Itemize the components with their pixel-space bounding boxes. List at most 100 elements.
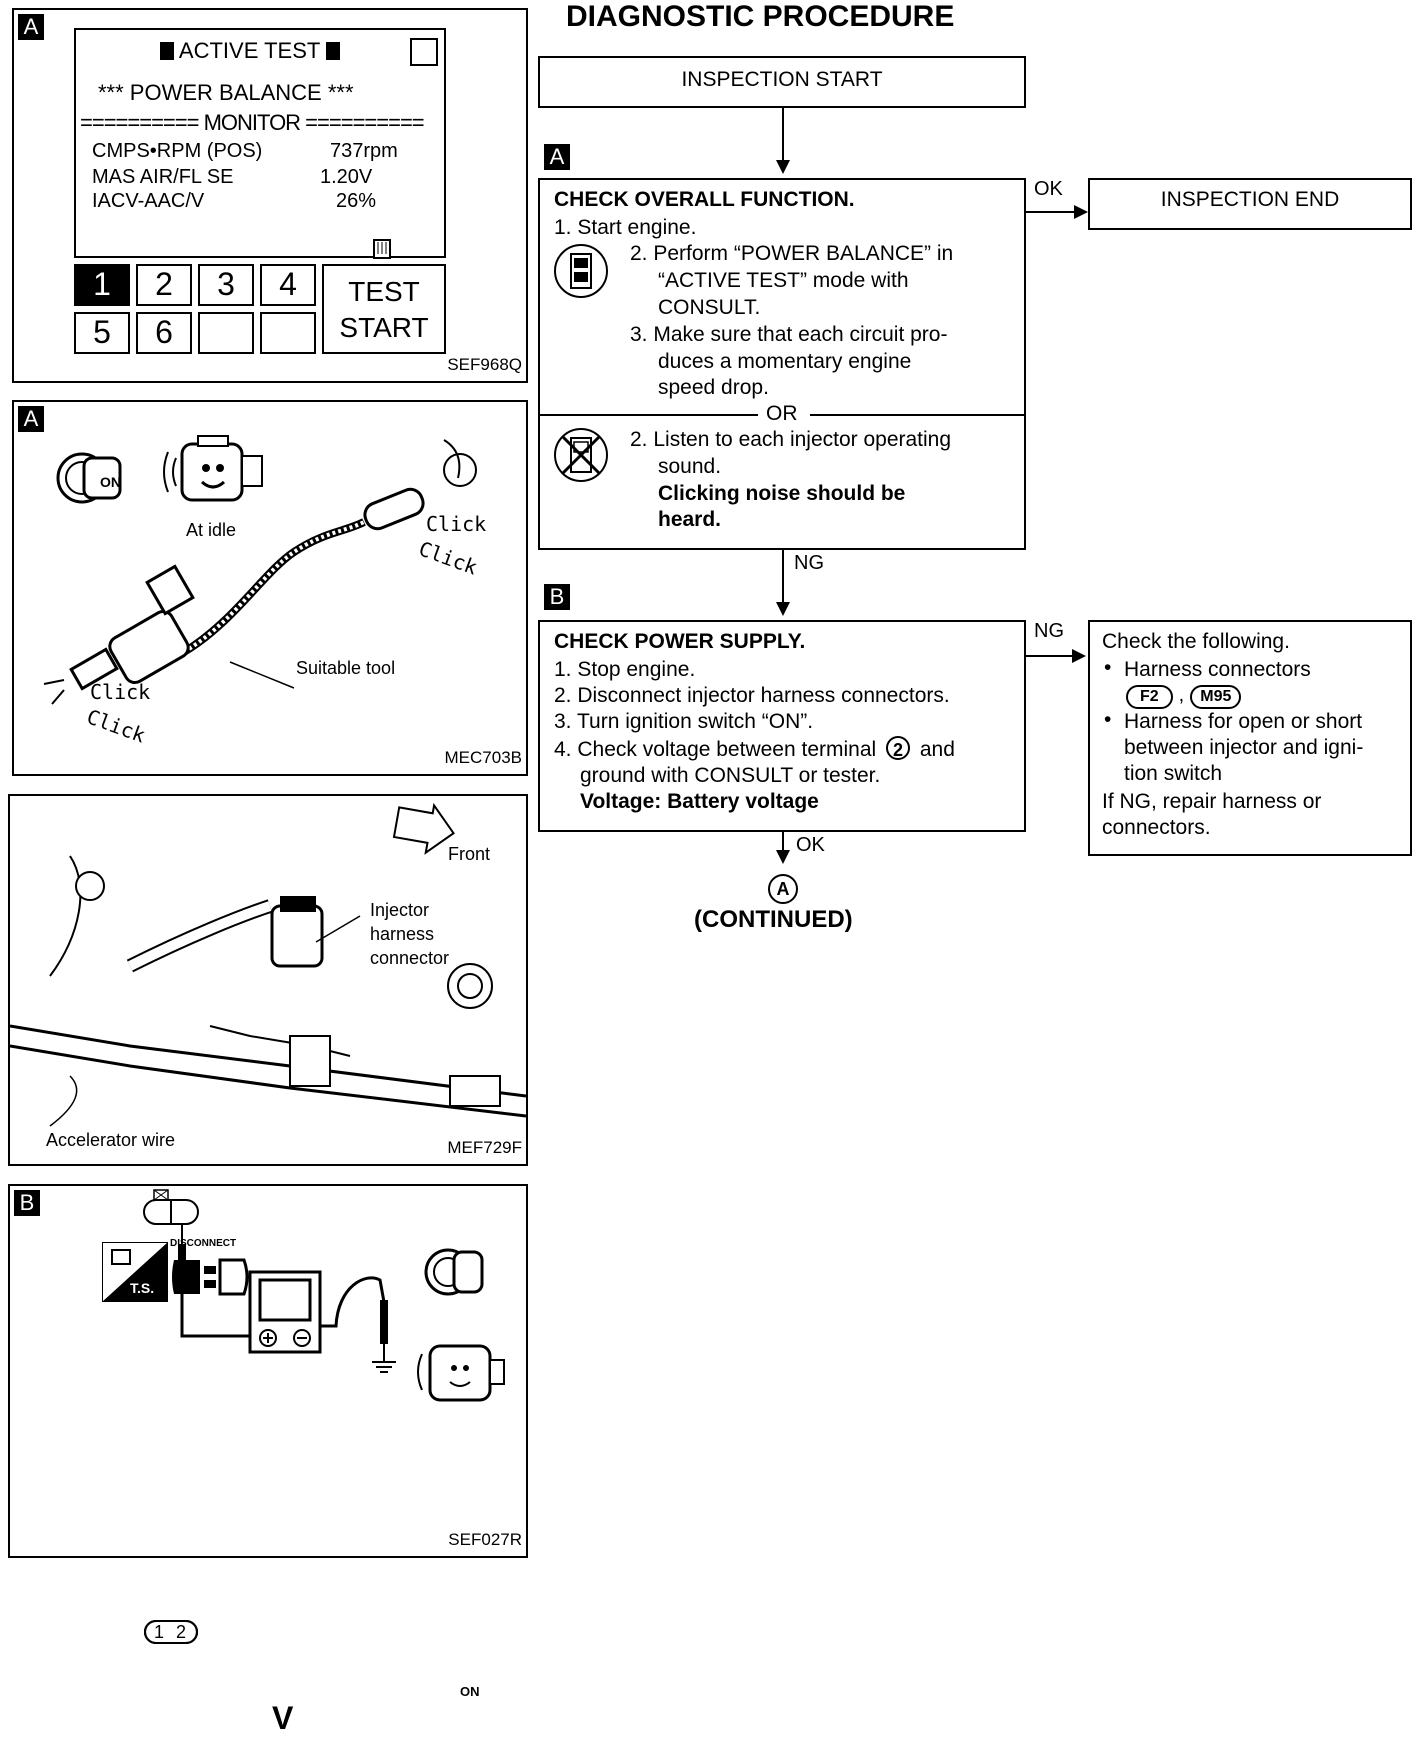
pin-1-label: 1 xyxy=(154,1622,165,1642)
hand-pointer-icon xyxy=(373,239,391,259)
click-label: Click xyxy=(426,512,487,536)
flow-line xyxy=(1026,211,1076,213)
injector-label-line: harness xyxy=(370,924,435,944)
divider xyxy=(810,414,1026,416)
flow-line xyxy=(782,550,784,604)
monitor-row-value: 1.20V xyxy=(320,166,373,188)
box-a-step: speed drop. xyxy=(658,376,769,399)
box-a-alt-step: heard. xyxy=(658,508,722,531)
arrow-down-icon xyxy=(776,602,790,616)
ok-label: OK xyxy=(796,834,825,856)
engine-bay-drawing xyxy=(10,802,526,1127)
arrow-down-icon xyxy=(776,850,790,864)
key-1[interactable]: 1 xyxy=(74,264,130,306)
key-on-label: ON xyxy=(100,474,121,490)
connector-code: F2 xyxy=(1126,685,1173,709)
connector-code: M95 xyxy=(1190,685,1242,709)
box-a-step: CONSULT. xyxy=(658,296,761,319)
or-label: OR xyxy=(766,402,798,425)
check-overall-function-box: CHECK OVERALL FUNCTION. 1. Start engine.… xyxy=(538,178,1026,550)
engine-bay-panel: Front Injector harness connector Acceler… xyxy=(8,794,528,1166)
injector-drawing xyxy=(43,439,477,705)
connector-codes: F2,M95 xyxy=(1126,684,1242,709)
consult-display: ACTIVE TEST *** POWER BALANCE *** ======… xyxy=(74,28,446,259)
ts-icon xyxy=(102,1242,168,1302)
voltmeter-label: V xyxy=(272,1700,294,1736)
box-a-alt-step: Clicking noise should be xyxy=(658,482,906,505)
ts-label: T.S. xyxy=(130,1280,155,1296)
screen-header: ACTIVE TEST xyxy=(160,38,341,64)
box-a-step: 1. Start engine. xyxy=(554,216,697,239)
test-start-button[interactable]: TEST START xyxy=(322,264,446,354)
key-3[interactable]: 3 xyxy=(198,264,254,306)
key-blank[interactable] xyxy=(198,312,254,354)
check-line: Harness for open or short xyxy=(1124,710,1363,733)
flow-line xyxy=(782,108,784,162)
step-tag-a: A xyxy=(544,144,570,170)
figure-code: MEF729F xyxy=(447,1138,522,1157)
ok-label: OK xyxy=(1034,178,1063,200)
continued-label: (CONTINUED) xyxy=(694,906,853,933)
box-b-spec: Voltage: Battery voltage xyxy=(580,790,819,813)
box-b-step: 1. Stop engine. xyxy=(554,658,696,681)
consult-screen-panel: A ACTIVE TEST *** POWER BALANCE *** ====… xyxy=(12,8,528,383)
box-a-step: 2. Perform “POWER BALANCE” in xyxy=(630,242,954,265)
arrow-right-icon xyxy=(1072,649,1086,663)
at-idle-label: At idle xyxy=(186,520,237,540)
box-a-step: duces a momentary engine xyxy=(658,350,912,373)
flow-line xyxy=(1026,655,1074,657)
engine-icon xyxy=(163,435,263,502)
ignition-key-icon xyxy=(56,452,122,504)
box-b-step: 2. Disconnect injector harness connector… xyxy=(554,684,950,707)
bullet-icon: • xyxy=(1104,656,1112,679)
injector-sound-panel: A ON At idle Click Click Click Click Sui… xyxy=(12,400,528,776)
screen-checkbox[interactable] xyxy=(410,38,438,66)
box-b-step: 3. Turn ignition switch “ON”. xyxy=(554,710,814,733)
injector-label-line: connector xyxy=(370,948,450,968)
arrow-down-icon xyxy=(776,160,790,174)
screen-subheader: *** POWER BALANCE *** xyxy=(98,80,354,105)
box-a-alt-step: sound. xyxy=(658,455,722,478)
key-5[interactable]: 5 xyxy=(74,312,130,354)
step-tag: A xyxy=(18,14,44,40)
box-a-alt-step: 2. Listen to each injector operating xyxy=(630,428,952,451)
key-6[interactable]: 6 xyxy=(136,312,192,354)
circuit-drawing xyxy=(143,1189,505,1402)
page-title: DIAGNOSTIC PROCEDURE xyxy=(566,0,955,33)
box-a-step: 3. Make sure that each circuit pro- xyxy=(630,323,948,346)
divider xyxy=(540,414,758,416)
box-b-title: CHECK POWER SUPPLY. xyxy=(554,630,806,653)
check-line: Check the following. xyxy=(1102,630,1290,653)
suitable-tool-label: Suitable tool xyxy=(296,658,396,678)
ng-label: NG xyxy=(794,552,824,574)
check-line: Harness connectors xyxy=(1124,658,1311,681)
bullet-icon: • xyxy=(1104,708,1112,731)
key-on-label: ON xyxy=(460,1684,480,1699)
continue-connector-circle: A xyxy=(768,874,798,904)
key-4[interactable]: 4 xyxy=(260,264,316,306)
arrow-right-icon xyxy=(1074,205,1088,219)
box-b-step: 4. Check voltage between terminal 2 and xyxy=(554,736,955,761)
ng-label: NG xyxy=(1034,620,1064,642)
box-a-step: “ACTIVE TEST” mode with xyxy=(658,269,909,292)
monitor-row-value: 26% xyxy=(336,190,377,212)
flow-line xyxy=(782,832,784,852)
check-line: If NG, repair harness or xyxy=(1102,790,1322,813)
consult-icon xyxy=(554,244,608,298)
inspection-end-box: INSPECTION END xyxy=(1088,178,1412,230)
key-blank[interactable] xyxy=(260,312,316,354)
monitor-row-label: MAS AIR/FL SE xyxy=(92,166,234,188)
check-line: between injector and igni- xyxy=(1124,736,1364,759)
key-2[interactable]: 2 xyxy=(136,264,192,306)
disconnect-label: DISCONNECT xyxy=(170,1238,237,1249)
click-label: Click xyxy=(90,680,151,704)
no-consult-icon xyxy=(554,428,608,482)
step-tag-b: B xyxy=(544,584,570,610)
monitor-row-label: CMPS•RPM (POS) xyxy=(92,140,263,162)
connector-pinout xyxy=(144,1620,198,1644)
check-power-supply-box: CHECK POWER SUPPLY. 1. Stop engine. 2. D… xyxy=(538,620,1026,832)
monitor-row-value: 737rpm xyxy=(330,140,398,162)
monitor-row-label: IACV-AAC/V xyxy=(92,190,205,212)
check-line: tion switch xyxy=(1124,762,1223,785)
figure-code: MEC703B xyxy=(444,748,522,767)
